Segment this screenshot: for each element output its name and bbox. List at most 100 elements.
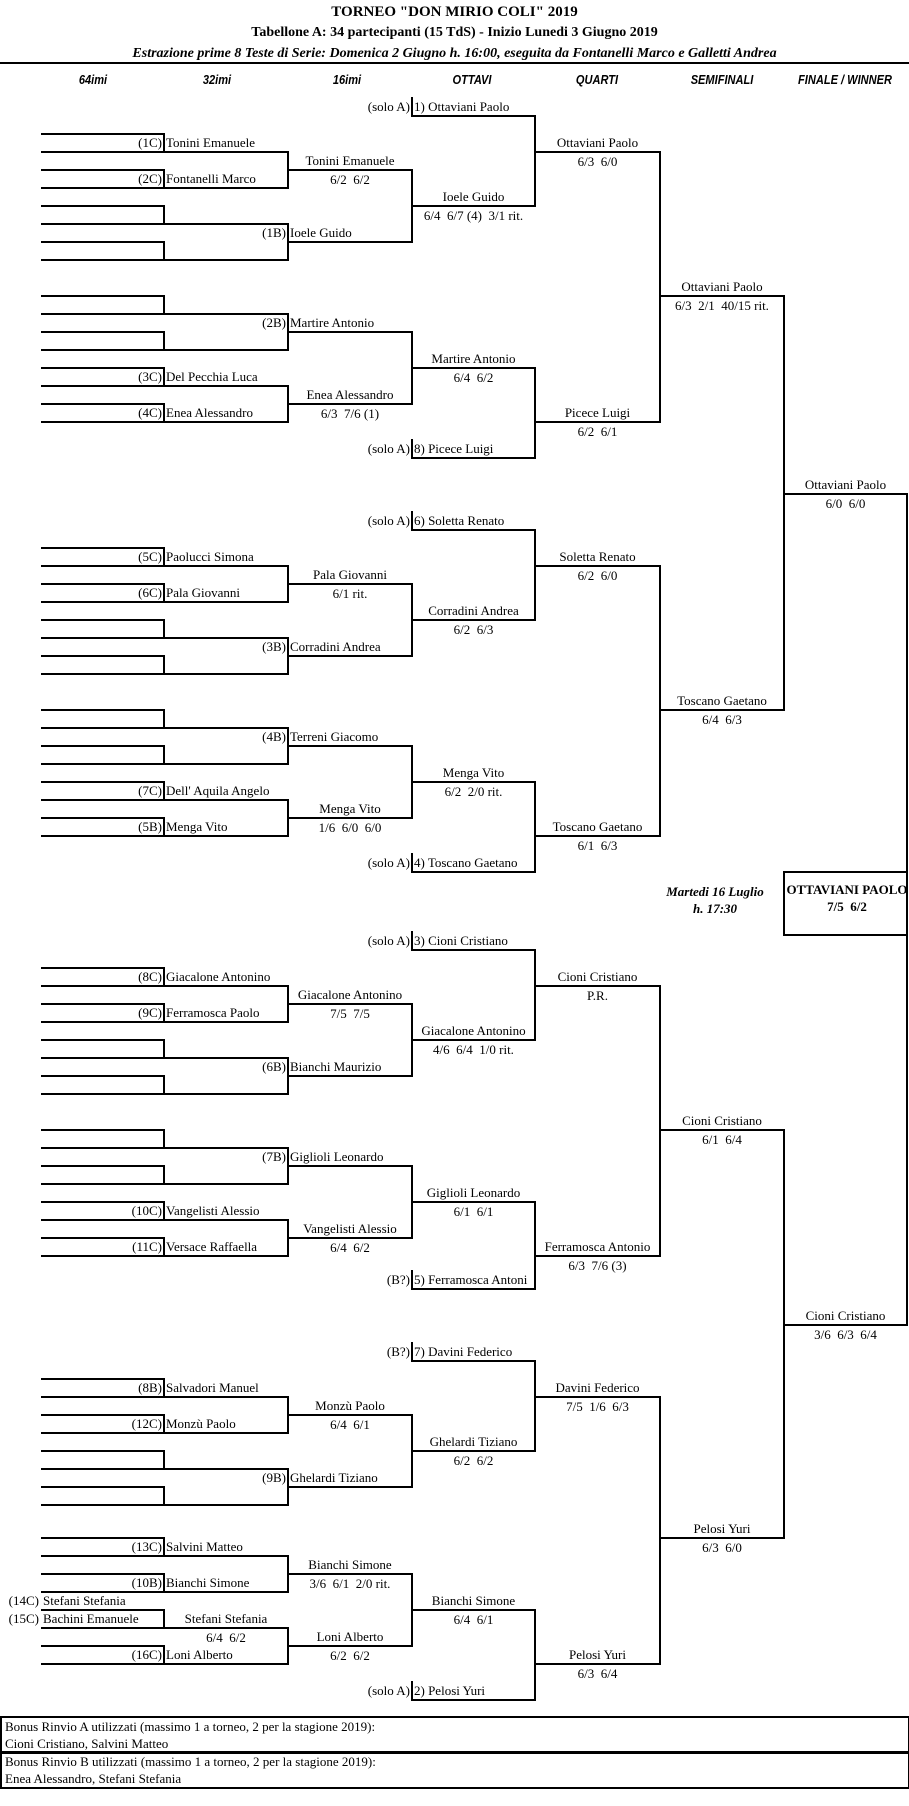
- match-score: 3/6 6/3 6/4: [814, 1327, 877, 1342]
- bracket-line: [41, 1201, 165, 1203]
- bracket-line: [164, 1255, 289, 1257]
- player-name: Stefani Stefania: [43, 1593, 126, 1608]
- bracket-line: [41, 1183, 165, 1185]
- bracket-connector: [163, 781, 165, 801]
- bracket-connector: [163, 1129, 165, 1149]
- bracket-line: [164, 349, 289, 351]
- bracket-line: [412, 619, 536, 621]
- seed-label: (9C): [138, 1005, 162, 1020]
- bracket-line: [288, 1075, 413, 1077]
- bracket-line: [41, 295, 165, 297]
- match-winner: Bianchi Simone: [431, 1593, 516, 1608]
- bracket-connector: [163, 367, 165, 387]
- bracket-connector: [411, 97, 413, 117]
- bracket-line: [41, 709, 165, 711]
- column-header-64imi: 64imi: [78, 72, 108, 87]
- bracket-line: [412, 115, 536, 117]
- seed-label: (11C): [132, 1239, 162, 1254]
- seed-label: (3C): [138, 369, 162, 384]
- bracket-line: [164, 1663, 289, 1665]
- match-winner: Ghelardi Tiziano: [429, 1434, 518, 1449]
- match-score: 6/4 6/2: [453, 370, 494, 385]
- bracket-line: [41, 313, 165, 315]
- winner-score: 7/5 6/2: [827, 899, 867, 914]
- bracket-line: [288, 1414, 413, 1416]
- draw-info: Estrazione prime 8 Teste di Serie: Domen…: [132, 46, 777, 61]
- bracket-connector: [163, 745, 165, 765]
- match-score: 6/4 6/2: [206, 1630, 246, 1645]
- bracket-line: [41, 1237, 165, 1239]
- bracket-connector: [411, 511, 413, 531]
- bracket-line: [41, 745, 165, 747]
- seed-label: (10C): [131, 1203, 162, 1218]
- bracket-line: [41, 403, 165, 405]
- bracket-line: [41, 1627, 165, 1629]
- player-name: Ferramosca Paolo: [166, 1005, 260, 1020]
- player-name: Bachini Emanuele: [43, 1611, 139, 1626]
- bracket-connector: [163, 1378, 165, 1398]
- player-name: Monzù Paolo: [166, 1416, 236, 1431]
- seed-label: (10B): [131, 1575, 162, 1590]
- match-winner: Giacalone Antonino: [421, 1023, 526, 1038]
- player-name: 2) Pelosi Yuri: [414, 1683, 486, 1698]
- bracket-connector: [411, 931, 413, 951]
- bracket-line: [288, 1237, 413, 1239]
- bracket-line: [784, 1324, 908, 1326]
- bracket-line: [412, 871, 536, 873]
- bracket-line: [41, 385, 165, 387]
- bracket-connector: [659, 1396, 661, 1665]
- bracket-line: [164, 727, 289, 729]
- match-winner: Menga Vito: [319, 801, 381, 816]
- bracket-line: [41, 223, 165, 225]
- match-winner: Picece Luigi: [564, 405, 631, 420]
- bracket-connector: [163, 1486, 165, 1506]
- bracket-connector: [163, 583, 165, 603]
- bracket-line: [164, 1591, 289, 1593]
- bracket-line: [41, 601, 165, 603]
- bracket-line: [412, 1699, 536, 1701]
- bracket-line: [784, 934, 908, 936]
- match-score: 6/4 6/7 (4) 3/1 rit.: [423, 208, 524, 223]
- match-winner: Cioni Cristiano: [805, 1308, 886, 1323]
- bracket-line: [412, 1450, 536, 1452]
- player-name: Ghelardi Tiziano: [290, 1470, 378, 1485]
- bracket-line: [535, 1255, 661, 1257]
- match-winner: Cioni Cristiano: [557, 969, 638, 984]
- seed-label: (9B): [262, 1470, 286, 1485]
- bracket-line: [288, 241, 413, 243]
- bracket-line: [41, 1378, 165, 1380]
- bracket-connector: [163, 331, 165, 351]
- match-score: 6/1 6/1: [453, 1204, 494, 1219]
- bracket-connector: [534, 529, 536, 621]
- seed-label: (7B): [262, 1149, 286, 1164]
- bracket-line: [164, 565, 289, 567]
- bracket-line: [41, 259, 165, 261]
- bracket-line: [164, 1555, 289, 1557]
- bracket-line: [412, 949, 536, 951]
- bracket-line: [41, 619, 165, 621]
- bonus-a-box: Bonus Rinvio A utilizzati (massimo 1 a t…: [0, 1716, 909, 1754]
- player-name: Tonini Emanuele: [166, 135, 255, 150]
- match-winner: Ottaviani Paolo: [681, 279, 763, 294]
- bracket-connector: [163, 1237, 165, 1257]
- bracket-line: [41, 565, 165, 567]
- bracket-line: [41, 655, 165, 657]
- match-winner: Soletta Renato: [559, 549, 636, 564]
- bracket-line: [412, 367, 536, 369]
- bracket-line: [412, 1609, 536, 1611]
- match-score: P.R.: [587, 988, 608, 1003]
- match-score: 6/2 6/3: [453, 622, 494, 637]
- column-header-32imi: 32imi: [202, 72, 232, 87]
- bracket-connector: [163, 1537, 165, 1557]
- draw-subtitle: Tabellone A: 34 partecipanti (15 TdS) - …: [251, 25, 658, 40]
- player-name: Del Pecchia Luca: [166, 369, 258, 384]
- bracket-line: [164, 1057, 289, 1059]
- bracket-line: [41, 241, 165, 243]
- seed-label: (7C): [138, 783, 162, 798]
- bracket-line: [41, 583, 165, 585]
- seed-label: (12C): [131, 1416, 162, 1431]
- match-winner: Enea Alessandro: [306, 387, 394, 402]
- bracket-line: [164, 601, 289, 603]
- bracket-line: [41, 799, 165, 801]
- bracket-line: [288, 1645, 413, 1647]
